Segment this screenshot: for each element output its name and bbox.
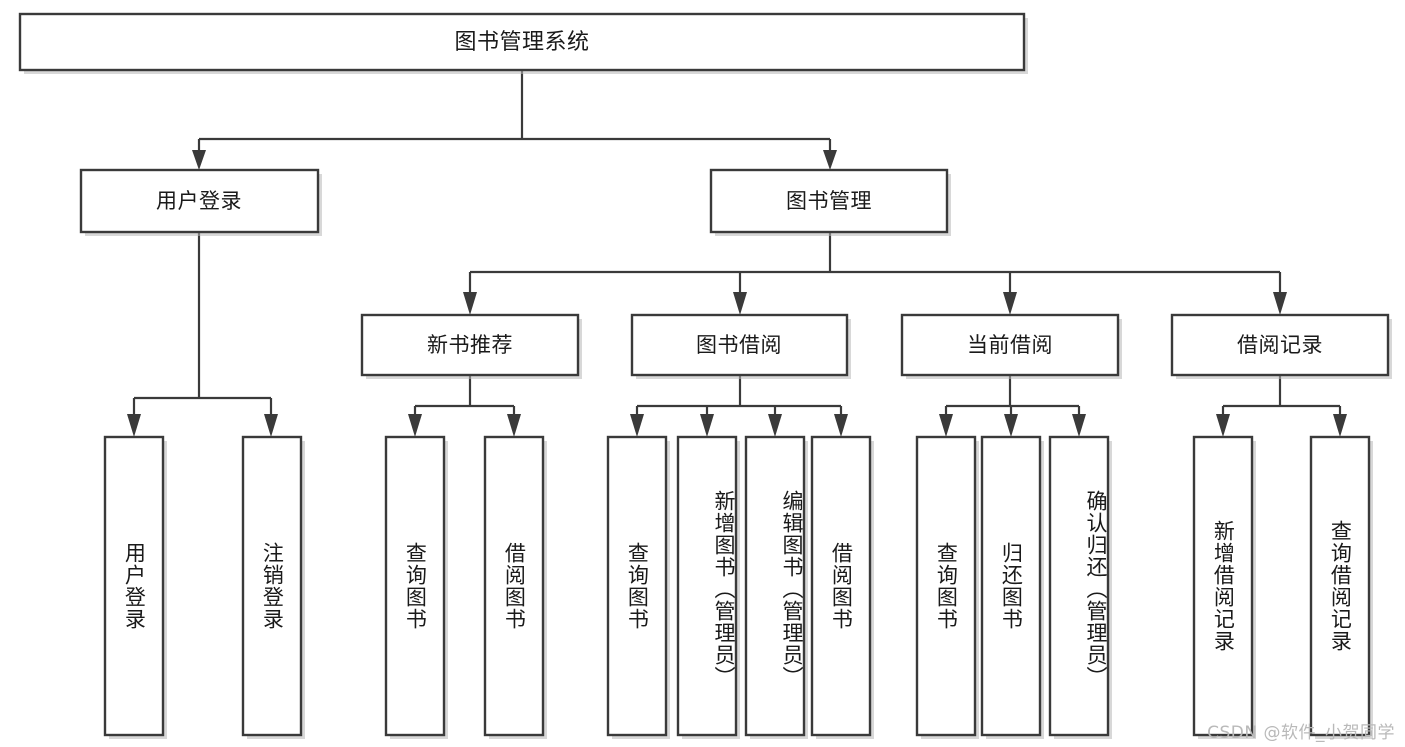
arrow-newbook-leaf-2 bbox=[507, 414, 521, 437]
node-box-user-login[interactable] bbox=[79, 168, 320, 234]
arrow-to-book-manage bbox=[823, 150, 837, 170]
node-box-leaf-bb-query[interactable] bbox=[606, 435, 668, 737]
node-box-leaf-cb-return[interactable] bbox=[980, 435, 1042, 737]
node-label-new-book-recommend: 新书推荐 bbox=[427, 333, 513, 357]
arrow-newbook-leaf-1 bbox=[408, 414, 422, 437]
arrow-currentborrow-leaf-3 bbox=[1072, 414, 1086, 437]
node-box-borrow-record[interactable] bbox=[1170, 313, 1390, 377]
arrow-to-new-book-recommend bbox=[463, 292, 477, 315]
node-box-book-manage[interactable] bbox=[709, 168, 949, 234]
node-box-leaf-newbook-borrow[interactable] bbox=[483, 435, 545, 737]
node-box-root[interactable] bbox=[18, 12, 1026, 72]
arrow-currentborrow-leaf-2 bbox=[1004, 414, 1018, 437]
node-box-leaf-bb-edit[interactable] bbox=[744, 435, 806, 737]
node-box-current-borrow[interactable] bbox=[900, 313, 1120, 377]
node-box-leaf-newbook-query[interactable] bbox=[384, 435, 446, 737]
node-box-leaf-bb-borrow[interactable] bbox=[810, 435, 872, 737]
arrow-to-borrow-record bbox=[1273, 292, 1287, 315]
arrow-bookborrow-leaf-4 bbox=[834, 414, 848, 437]
arrow-to-user-login bbox=[192, 150, 206, 170]
node-label-user-login: 用户登录 bbox=[156, 189, 242, 213]
arrow-to-leaf-logout bbox=[264, 414, 278, 437]
node-label-book-manage: 图书管理 bbox=[786, 189, 872, 213]
arrow-to-book-borrow bbox=[733, 292, 747, 315]
node-label-current-borrow: 当前借阅 bbox=[967, 333, 1053, 357]
node-label-root: 图书管理系统 bbox=[454, 30, 589, 55]
node-box-leaf-logout[interactable] bbox=[241, 435, 303, 737]
node-box-leaf-bb-add[interactable] bbox=[676, 435, 738, 737]
arrow-borrowrecord-leaf-1 bbox=[1216, 414, 1230, 437]
arrow-borrowrecord-leaf-2 bbox=[1333, 414, 1347, 437]
node-box-book-borrow[interactable] bbox=[630, 313, 849, 377]
arrow-bookborrow-leaf-3 bbox=[768, 414, 782, 437]
arrow-to-current-borrow bbox=[1003, 292, 1017, 315]
node-box-leaf-user-login[interactable] bbox=[103, 435, 165, 737]
connectors-layer bbox=[127, 70, 1347, 437]
node-box-leaf-br-add[interactable] bbox=[1192, 435, 1254, 737]
node-label-borrow-record: 借阅记录 bbox=[1237, 333, 1323, 357]
watermark-label: CSDN @软件_小贺同学 bbox=[1207, 723, 1395, 743]
node-box-new-book-recommend[interactable] bbox=[360, 313, 580, 377]
node-box-leaf-br-query[interactable] bbox=[1309, 435, 1371, 737]
node-label-book-borrow: 图书借阅 bbox=[696, 333, 782, 357]
arrow-bookborrow-leaf-1 bbox=[630, 414, 644, 437]
node-box-leaf-cb-query[interactable] bbox=[915, 435, 977, 737]
arrow-bookborrow-leaf-2 bbox=[700, 414, 714, 437]
nodes-layer: 图书管理系统 用户登录 图书管理 新书推荐 图书借阅 当前借阅 借阅记录 bbox=[18, 12, 1392, 739]
node-box-leaf-cb-confirm[interactable] bbox=[1048, 435, 1110, 737]
arrow-to-leaf-user-login bbox=[127, 414, 141, 437]
arrow-currentborrow-leaf-1 bbox=[939, 414, 953, 437]
